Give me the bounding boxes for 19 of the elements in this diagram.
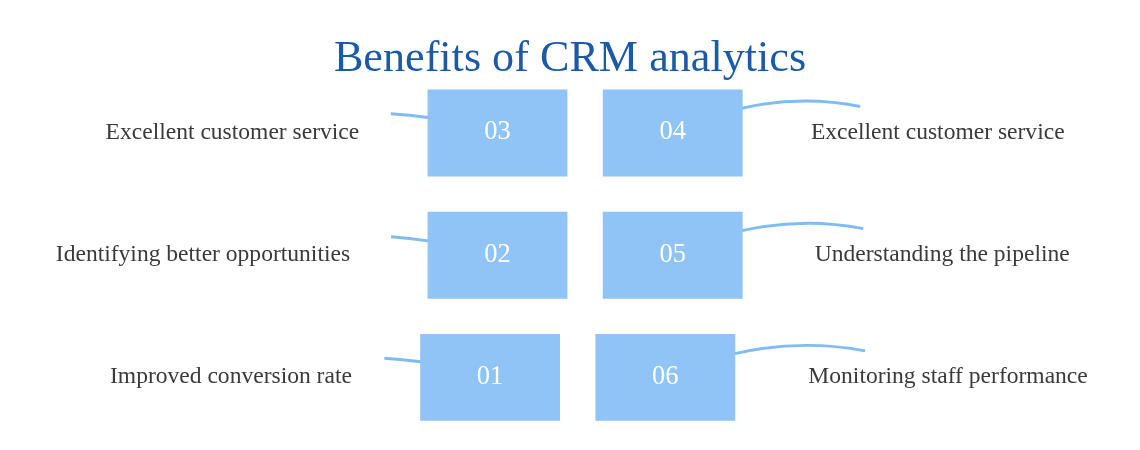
connector [384, 356, 421, 364]
node-text: Excellent customer service [105, 117, 360, 144]
node-text: Understanding the pipeline [814, 239, 1070, 266]
node-box: 01 [420, 333, 561, 421]
node-box: 03 [427, 89, 568, 177]
connector [390, 235, 429, 243]
node-text: Identifying better opportunities [55, 239, 351, 266]
node-text: Improved conversion rate [109, 362, 352, 388]
connector [734, 343, 866, 356]
node-text: Excellent customer service [810, 117, 1065, 144]
connector [741, 99, 861, 110]
node-box: 06 [595, 333, 736, 421]
connector [390, 112, 429, 120]
node-text: Monitoring staff performance [808, 362, 1088, 388]
connector [741, 221, 864, 233]
node-box: 02 [427, 211, 568, 299]
node-box: 05 [602, 211, 743, 299]
node-box: 04 [602, 89, 743, 177]
diagram-title: Benefits of CRM analytics [333, 32, 807, 82]
